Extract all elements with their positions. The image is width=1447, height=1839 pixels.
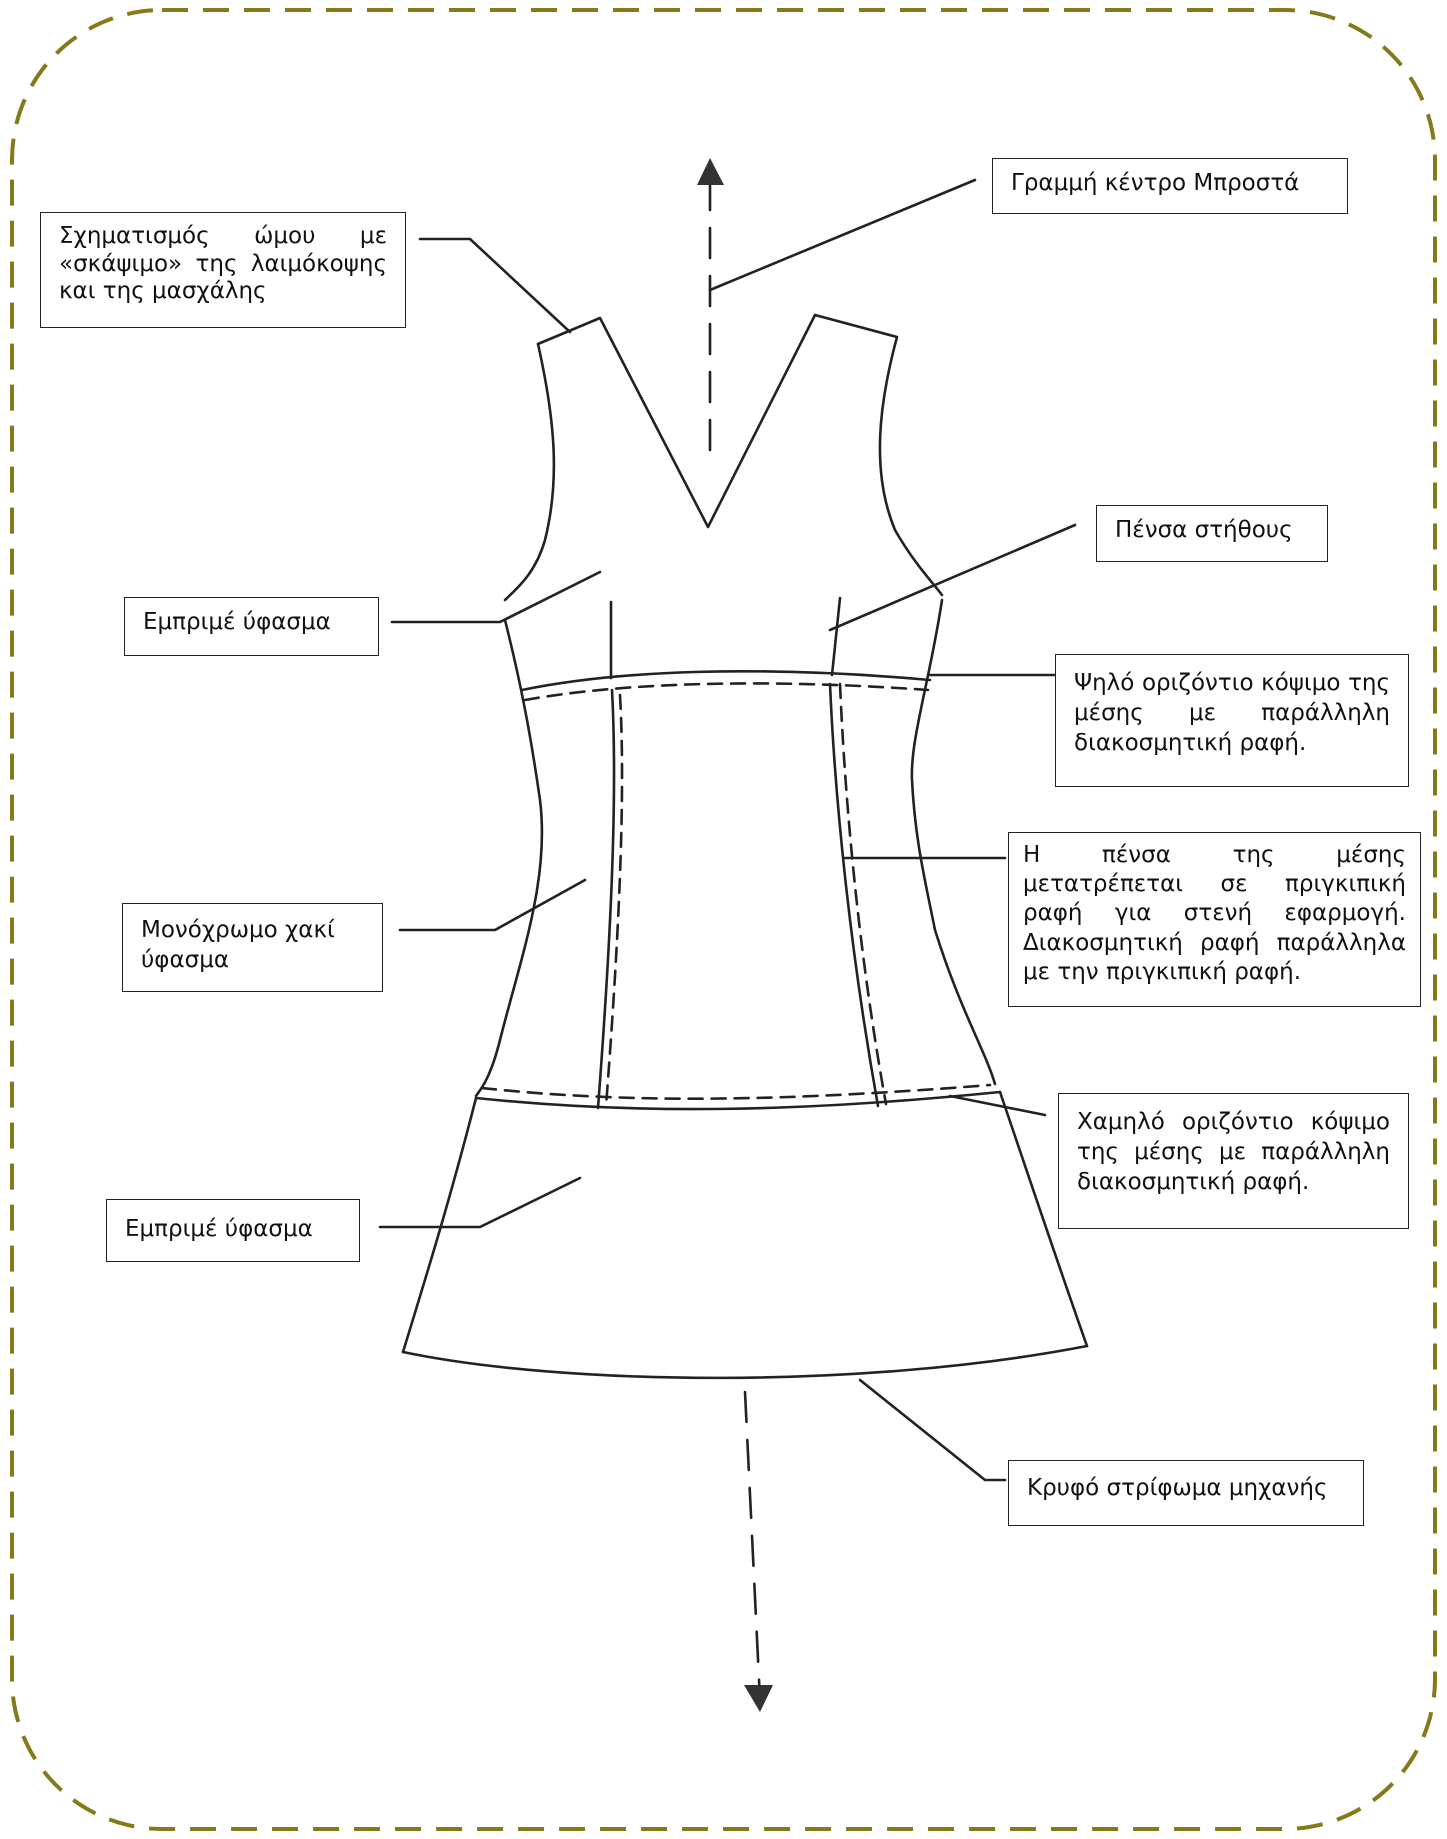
princess-seam-right bbox=[828, 682, 880, 1108]
label-print-top-text: Εμπριμέ ύφασμα bbox=[143, 609, 331, 635]
label-high-waist-text: Ψηλό οριζόντιο κόψιμο της μέσης με παράλ… bbox=[1074, 670, 1390, 756]
label-low-waist-text: Χαμηλό οριζόντιο κόψιμο της μέσης με παρ… bbox=[1077, 1109, 1390, 1195]
princess-seam-left bbox=[596, 688, 616, 1110]
low-waist-seam bbox=[474, 1090, 1002, 1111]
leader-khaki bbox=[398, 878, 587, 932]
hemline bbox=[401, 1344, 1089, 1380]
bust-dart-right bbox=[830, 596, 842, 677]
skirt-right bbox=[998, 1090, 1089, 1348]
center-front-line-bottom bbox=[743, 1390, 762, 1702]
neckline-shoulder-left bbox=[503, 342, 556, 602]
label-princess-text: Η πένσα της μέσης μετατρέπεται σε πριγκι… bbox=[1023, 842, 1406, 985]
leader-shoulder bbox=[418, 237, 572, 334]
label-print-top: Εμπριμέ ύφασμα bbox=[124, 597, 379, 656]
label-center-front: Γραμμή κέντρο Μπροστά bbox=[992, 158, 1348, 214]
leader-center-front bbox=[708, 178, 977, 292]
right-side-seam bbox=[910, 598, 997, 1086]
label-center-front-text: Γραμμή κέντρο Μπροστά bbox=[1011, 170, 1300, 196]
label-princess: Η πένσα της μέσης μετατρέπεται σε πριγκι… bbox=[1008, 832, 1421, 1007]
label-print-bottom: Εμπριμέ ύφασμα bbox=[106, 1199, 360, 1262]
label-low-waist: Χαμηλό οριζόντιο κόψιμο της μέσης με παρ… bbox=[1058, 1093, 1409, 1229]
high-waist-seam bbox=[520, 669, 932, 692]
princess-seam-left-topstitch bbox=[604, 693, 624, 1108]
dress-left-outline bbox=[536, 313, 944, 597]
label-bust-dart-text: Πένσα στήθους bbox=[1115, 517, 1293, 543]
leader-print-top bbox=[390, 570, 602, 624]
label-print-bottom-text: Εμπριμέ ύφασμα bbox=[125, 1216, 313, 1242]
label-hem: Κρυφό στρίφωμα μηχανής bbox=[1008, 1460, 1364, 1526]
princess-seam-right-topstitch bbox=[838, 682, 888, 1106]
high-waist-topstitch bbox=[523, 682, 930, 702]
label-khaki-text: Μονόχρωμο χακί ύφασμα bbox=[141, 917, 335, 973]
label-shoulder: Σχηματισμός ώμου με «σκάψιμο» της λαιμόκ… bbox=[40, 212, 406, 328]
leader-low-waist bbox=[948, 1094, 1047, 1117]
label-hem-text: Κρυφό στρίφωμα μηχανής bbox=[1027, 1475, 1328, 1501]
left-side-seam bbox=[474, 618, 544, 1098]
label-high-waist: Ψηλό οριζόντιο κόψιμο της μέσης με παράλ… bbox=[1055, 654, 1409, 787]
leader-bust-dart bbox=[828, 523, 1077, 632]
arrow-up-icon bbox=[697, 158, 724, 185]
dashed-frame bbox=[10, 8, 1437, 1831]
low-waist-topstitch bbox=[480, 1083, 992, 1100]
skirt-left bbox=[401, 1096, 478, 1354]
label-bust-dart: Πένσα στήθους bbox=[1096, 505, 1328, 562]
label-shoulder-text: Σχηματισμός ώμου με «σκάψιμο» της λαιμόκ… bbox=[59, 223, 387, 305]
label-khaki: Μονόχρωμο χακί ύφασμα bbox=[122, 903, 383, 992]
arrow-down-icon bbox=[744, 1685, 773, 1712]
leader-hem bbox=[858, 1378, 1007, 1482]
leader-print-bottom bbox=[378, 1176, 582, 1229]
